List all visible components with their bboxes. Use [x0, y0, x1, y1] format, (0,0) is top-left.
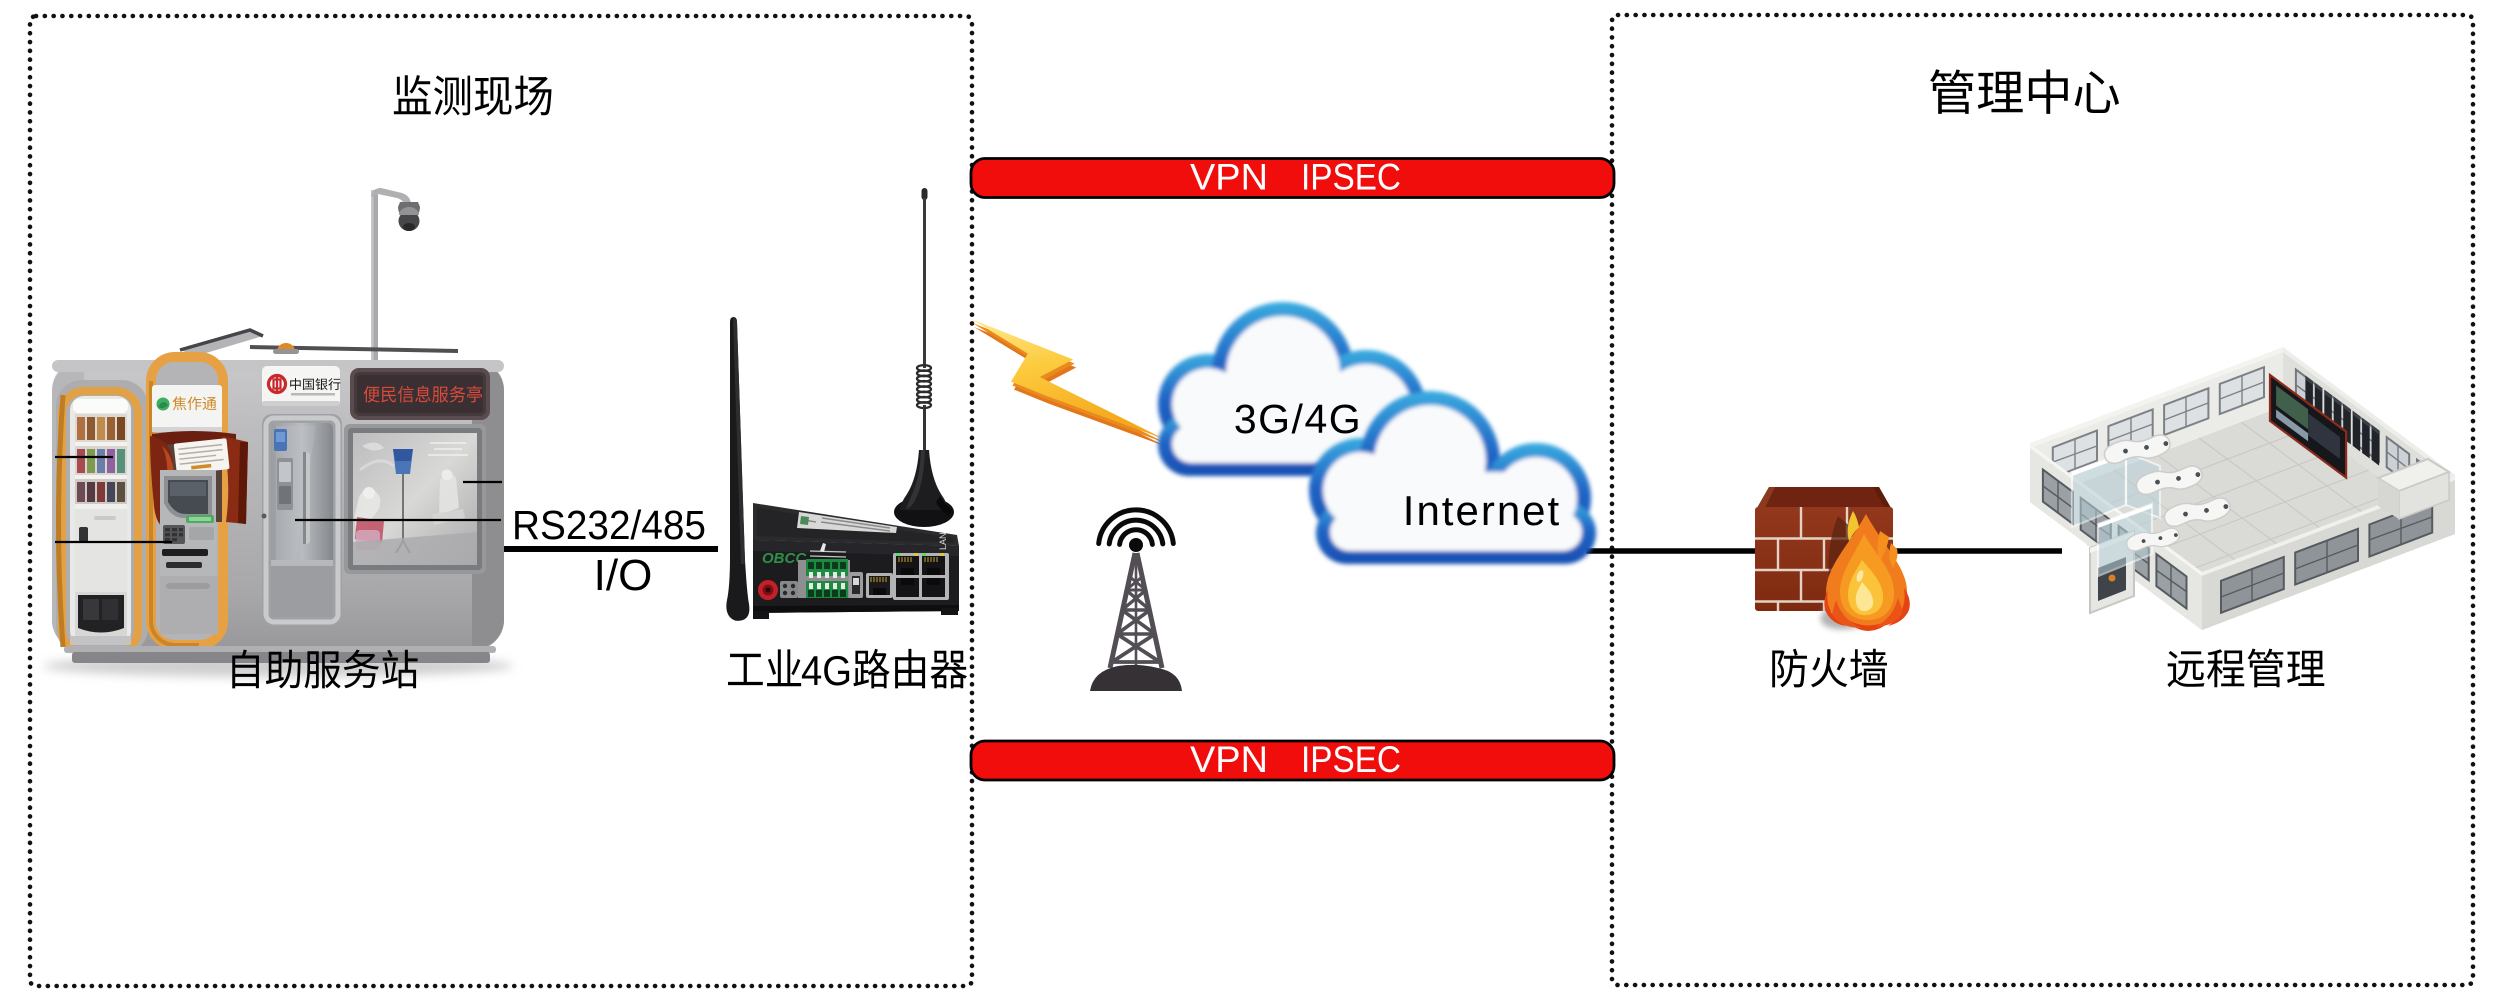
svg-text:RS232/485: RS232/485	[512, 502, 706, 548]
svg-text:3G/4G: 3G/4G	[1234, 396, 1362, 442]
svg-text:OBCC: OBCC	[762, 550, 807, 567]
svg-text:4G: 4G	[801, 647, 852, 694]
svg-text:IPSEC: IPSEC	[1301, 739, 1401, 780]
svg-text:I/O: I/O	[594, 551, 653, 600]
svg-text:Internet: Internet	[1403, 487, 1561, 534]
svg-text:IPSEC: IPSEC	[1301, 157, 1401, 198]
svg-text:VPN: VPN	[1190, 157, 1268, 198]
svg-text:LAN: LAN	[938, 532, 948, 550]
svg-text:VPN: VPN	[1190, 739, 1268, 780]
